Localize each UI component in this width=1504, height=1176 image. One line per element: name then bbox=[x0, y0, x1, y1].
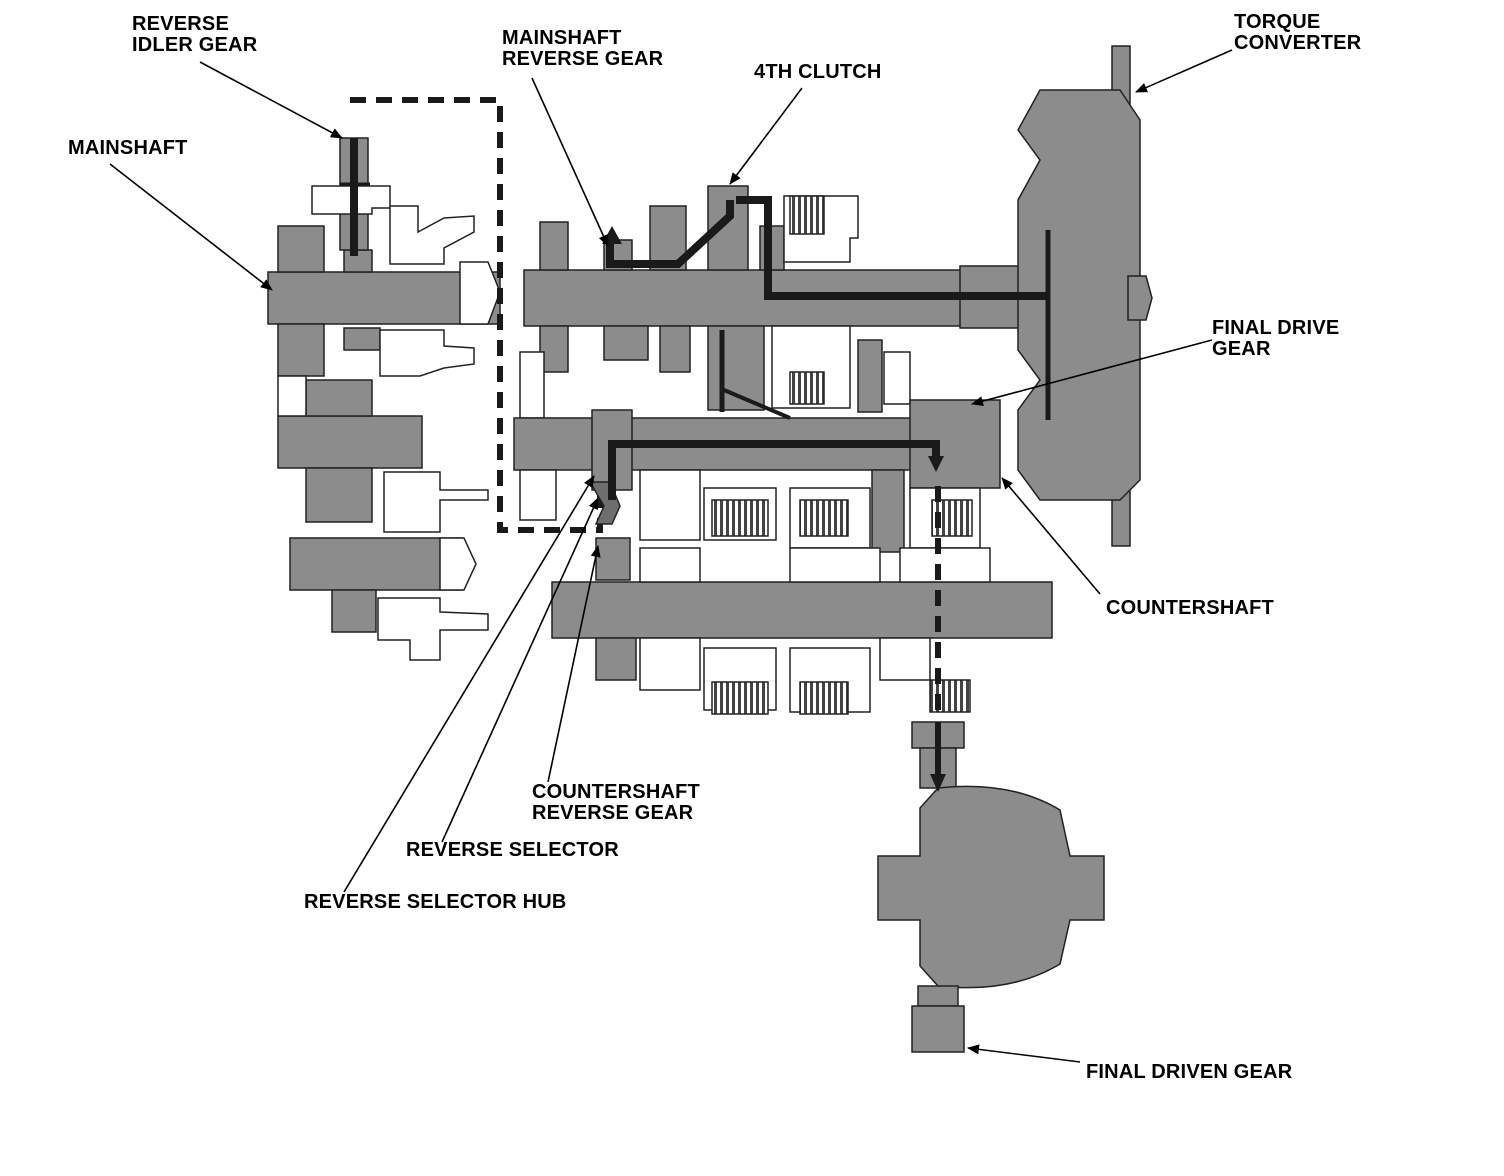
mainshaft-lower-gear-1 bbox=[539, 325, 569, 373]
mainshaft-gear-c bbox=[277, 323, 325, 377]
mainshaft-light-part bbox=[389, 205, 475, 265]
mainshaft-light-part-lower bbox=[379, 329, 475, 377]
countershaft-lower-gear bbox=[871, 469, 905, 553]
left-middle-shaft bbox=[277, 415, 423, 469]
label-mainshaft-reverse-gear: MAINSHAFT REVERSE GEAR bbox=[502, 27, 664, 70]
left-lower-gear bbox=[331, 589, 377, 633]
label-reverse-idler-gear: REVERSE IDLER GEAR bbox=[132, 13, 258, 56]
left-middle-light-part bbox=[277, 375, 307, 417]
mainshaft-lower-gear-5 bbox=[857, 339, 883, 413]
countershaft-lower-plates-1 bbox=[711, 499, 769, 537]
secondary-light-4 bbox=[879, 637, 931, 681]
mainshaft-lower-gear-2 bbox=[603, 325, 649, 361]
differential-housing bbox=[877, 785, 1105, 989]
reverse-mechanism-dashed-box bbox=[350, 97, 603, 533]
label-final-driven-gear: FINAL DRIVEN GEAR bbox=[1086, 1061, 1293, 1083]
final-driven-gear bbox=[911, 1005, 965, 1053]
mainshaft-lower-light-2 bbox=[883, 351, 911, 405]
mainshaft-lower-light-3 bbox=[519, 351, 545, 419]
mainshaft-upper-gear-1 bbox=[539, 221, 569, 271]
label-countershaft: COUNTERSHAFT bbox=[1106, 597, 1274, 619]
countershaft-lower-plates-2 bbox=[799, 499, 849, 537]
secondary-upper-light bbox=[639, 547, 701, 583]
countershaft-lower-light-2 bbox=[639, 469, 701, 541]
mainshaft-lower-gear-3 bbox=[659, 325, 691, 373]
left-middle-gear-bottom bbox=[305, 467, 373, 523]
leader-countershaft bbox=[1001, 477, 1101, 595]
leader-reverse-selector bbox=[441, 497, 599, 843]
label-reverse-selector: REVERSE SELECTOR bbox=[406, 839, 619, 861]
leader-fourth-clutch bbox=[729, 87, 803, 185]
leader-mainshaft bbox=[109, 163, 273, 291]
mainshaft-gear-a bbox=[277, 225, 325, 273]
left-lower-shaft bbox=[289, 537, 463, 591]
label-torque-converter: TORQUE CONVERTER bbox=[1234, 11, 1362, 54]
left-lower-light-a bbox=[383, 471, 489, 533]
mainshaft-lower-plates bbox=[789, 371, 825, 405]
fourth-clutch-plates bbox=[789, 195, 825, 235]
differential bbox=[877, 721, 1105, 1053]
left-lower-light-b bbox=[377, 597, 489, 661]
secondary-light-1 bbox=[639, 637, 701, 691]
secondary-shaft bbox=[551, 581, 1053, 639]
secondary-upper-light-2 bbox=[789, 547, 881, 583]
leader-final-driven-gear bbox=[967, 1044, 1081, 1063]
leader-reverse-idler-gear bbox=[199, 61, 343, 139]
label-countershaft-reverse-gear: COUNTERSHAFT REVERSE GEAR bbox=[532, 781, 700, 824]
label-final-drive-gear: FINAL DRIVE GEAR bbox=[1212, 317, 1340, 360]
main-gear-cluster bbox=[513, 185, 1053, 715]
differential-lower-neck bbox=[917, 985, 959, 1007]
left-power-flow bbox=[340, 138, 370, 256]
leader-final-drive-gear bbox=[971, 339, 1213, 406]
label-fourth-clutch: 4TH CLUTCH bbox=[754, 61, 882, 83]
countershaft-lower-light-1 bbox=[519, 469, 557, 521]
left-middle-gear-top bbox=[305, 379, 373, 417]
label-mainshaft: MAINSHAFT bbox=[68, 137, 188, 159]
leader-countershaft-reverse-gear bbox=[547, 545, 601, 783]
countershaft-reverse-gear bbox=[595, 537, 631, 581]
secondary-plates-1 bbox=[711, 681, 769, 715]
power-flow-path bbox=[602, 196, 1051, 792]
leader-lines bbox=[109, 49, 1233, 1063]
mainshaft-end-curve bbox=[459, 261, 501, 325]
mainshaft-lower-gear-4 bbox=[707, 325, 765, 411]
leader-mainshaft-reverse-gear bbox=[531, 77, 609, 247]
secondary-gear-1 bbox=[595, 637, 637, 681]
leader-reverse-selector-hub bbox=[343, 475, 595, 893]
secondary-upper-light-3 bbox=[899, 547, 991, 583]
mainshaft-gear-d bbox=[343, 327, 381, 351]
label-reverse-selector-hub: REVERSE SELECTOR HUB bbox=[304, 891, 567, 913]
secondary-plates-2 bbox=[799, 681, 849, 715]
left-gear-cluster bbox=[267, 137, 501, 661]
torque-converter-nose bbox=[1127, 275, 1153, 321]
leader-torque-converter bbox=[1135, 49, 1233, 93]
left-lower-shaft-end bbox=[439, 537, 477, 591]
